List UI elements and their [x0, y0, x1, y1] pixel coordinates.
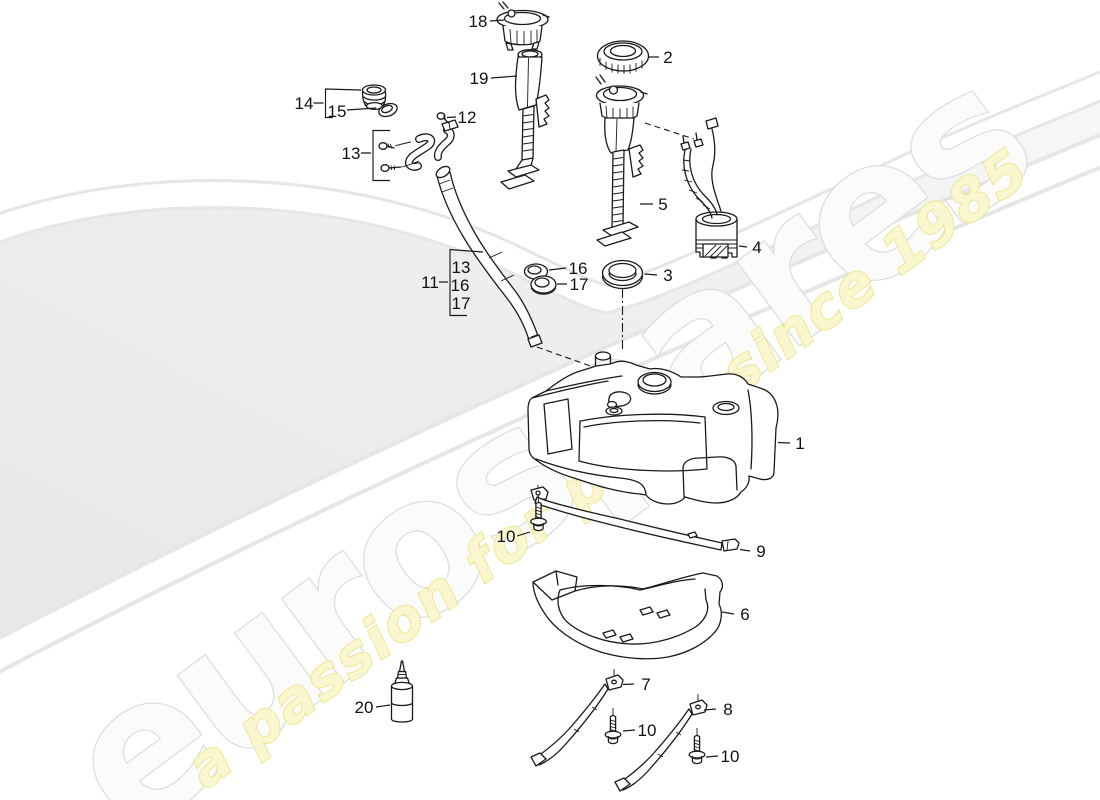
part-1-fuel-tank — [527, 351, 779, 505]
part-4-fuel-pump — [680, 117, 738, 259]
part-9-tension-strap — [530, 485, 740, 552]
callout-2: 2 — [663, 48, 672, 67]
callout-8: 8 — [723, 700, 732, 719]
callout-6: 6 — [740, 605, 749, 624]
callout-11-17: 17 — [452, 294, 471, 313]
part-14-grommet — [361, 84, 387, 111]
callout-11-13: 13 — [452, 258, 471, 277]
callout-17: 17 — [570, 275, 589, 294]
part-12-screw — [436, 112, 450, 124]
callout-12: 12 — [458, 108, 477, 127]
background-swoosh — [0, 70, 1100, 674]
callout-11-16: 16 — [451, 276, 470, 295]
part-18-tank-unit — [496, 1, 550, 51]
callout-10: 10 — [497, 527, 516, 546]
callout-9: 9 — [756, 542, 765, 561]
callout-10c: 10 — [721, 747, 740, 766]
bracket-11 — [449, 248, 484, 317]
part-20-bottle — [390, 660, 414, 723]
part-5-level-sender — [595, 74, 648, 247]
callout-16: 16 — [569, 259, 588, 278]
part-3-seal-ring — [601, 259, 644, 290]
callout-11: 11 — [421, 273, 439, 292]
bracket-13 — [372, 129, 390, 182]
part-11-filler-pipe — [435, 165, 543, 348]
part-15-ring — [378, 102, 398, 118]
part-6-heat-shield — [532, 570, 724, 660]
callout-18: 18 — [469, 12, 488, 31]
callout-3: 3 — [663, 266, 672, 285]
part-17-grommet — [530, 275, 557, 295]
callout-7: 7 — [641, 675, 650, 694]
callout-1: 1 — [795, 434, 804, 453]
callout-15: 15 — [328, 102, 347, 121]
callout-5: 5 — [658, 195, 667, 214]
callout-10b: 10 — [638, 721, 657, 740]
callout-13: 13 — [342, 144, 361, 163]
callout-14: 14 — [295, 94, 314, 113]
callout-19: 19 — [470, 69, 489, 88]
part-13-clamp-assembly — [378, 119, 459, 172]
part-19-support — [500, 49, 550, 190]
part-2-cap — [596, 40, 650, 74]
callout-4: 4 — [752, 238, 761, 257]
bracket-14-15 — [324, 88, 362, 119]
callout-labels: 18 19 2 14 15 12 13 5 4 3 16 17 11 13 16… — [295, 12, 805, 766]
callout-20: 20 — [355, 698, 374, 717]
callout-leader-lines — [313, 19, 791, 758]
